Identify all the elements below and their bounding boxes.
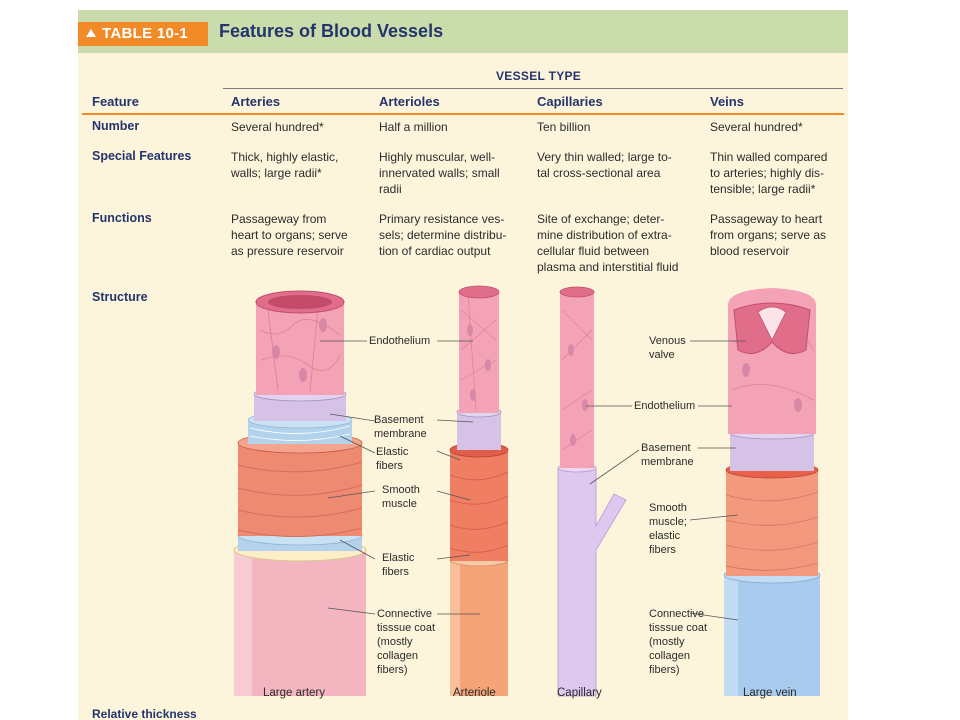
caption-capillary: Capillary xyxy=(557,687,602,699)
row-label-functions: Functions xyxy=(92,211,152,225)
table-panel: TABLE 10-1 Features of Blood Vessels VES… xyxy=(78,10,848,720)
row-label-relative-thickness: Relative thickness xyxy=(92,707,197,720)
caption-large-vein: Large vein xyxy=(743,687,797,699)
title-bar: TABLE 10-1 Features of Blood Vessels xyxy=(78,10,848,53)
column-header-capillaries: Capillaries xyxy=(537,94,603,109)
cell-special-arterioles: Highly muscular, well-innervated walls; … xyxy=(379,150,500,196)
arteriole-illustration xyxy=(436,285,509,696)
cell-special-arteries: Thick, highly elastic,walls; large radii… xyxy=(231,150,339,180)
cell-number-arterioles: Half a million xyxy=(379,120,448,134)
table-title: Features of Blood Vessels xyxy=(219,21,444,41)
caption-large-artery: Large artery xyxy=(263,687,326,699)
vessel-type-header: VESSEL TYPE xyxy=(496,69,582,83)
cell-number-capillaries: Ten billion xyxy=(537,120,591,134)
cell-number-veins: Several hundred* xyxy=(710,120,803,134)
vessel-illustrations xyxy=(233,285,821,697)
column-header-arterioles: Arterioles xyxy=(379,94,440,109)
caption-arteriole: Arteriole xyxy=(453,687,496,699)
header-divider xyxy=(82,113,844,115)
large-artery-illustration xyxy=(233,290,376,696)
feature-column-header: Feature xyxy=(92,94,139,109)
row-label-number: Number xyxy=(92,119,140,133)
label-vein-endothelium: Endothelium xyxy=(634,400,696,412)
column-header-arteries: Arteries xyxy=(231,94,281,109)
large-vein-illustration xyxy=(689,288,821,696)
cell-functions-arterioles: Primary resistance ves-sels; determine d… xyxy=(379,212,507,258)
triangle-icon xyxy=(86,29,96,37)
table-tag-text: TABLE 10-1 xyxy=(102,25,189,42)
row-label-special-features: Special Features xyxy=(92,149,192,163)
column-header-veins: Veins xyxy=(710,94,744,109)
label-artery-endothelium: Endothelium xyxy=(369,335,431,347)
row-label-structure: Structure xyxy=(92,290,148,304)
cell-functions-capillaries: Site of exchange; deter-mine distributio… xyxy=(537,212,679,274)
table-tag: TABLE 10-1 xyxy=(78,22,208,46)
header-rule xyxy=(223,88,843,89)
capillary-illustration xyxy=(557,286,640,697)
cell-special-capillaries: Very thin walled; large to-tal cross-sec… xyxy=(537,150,672,180)
cell-number-arteries: Several hundred* xyxy=(231,120,324,134)
